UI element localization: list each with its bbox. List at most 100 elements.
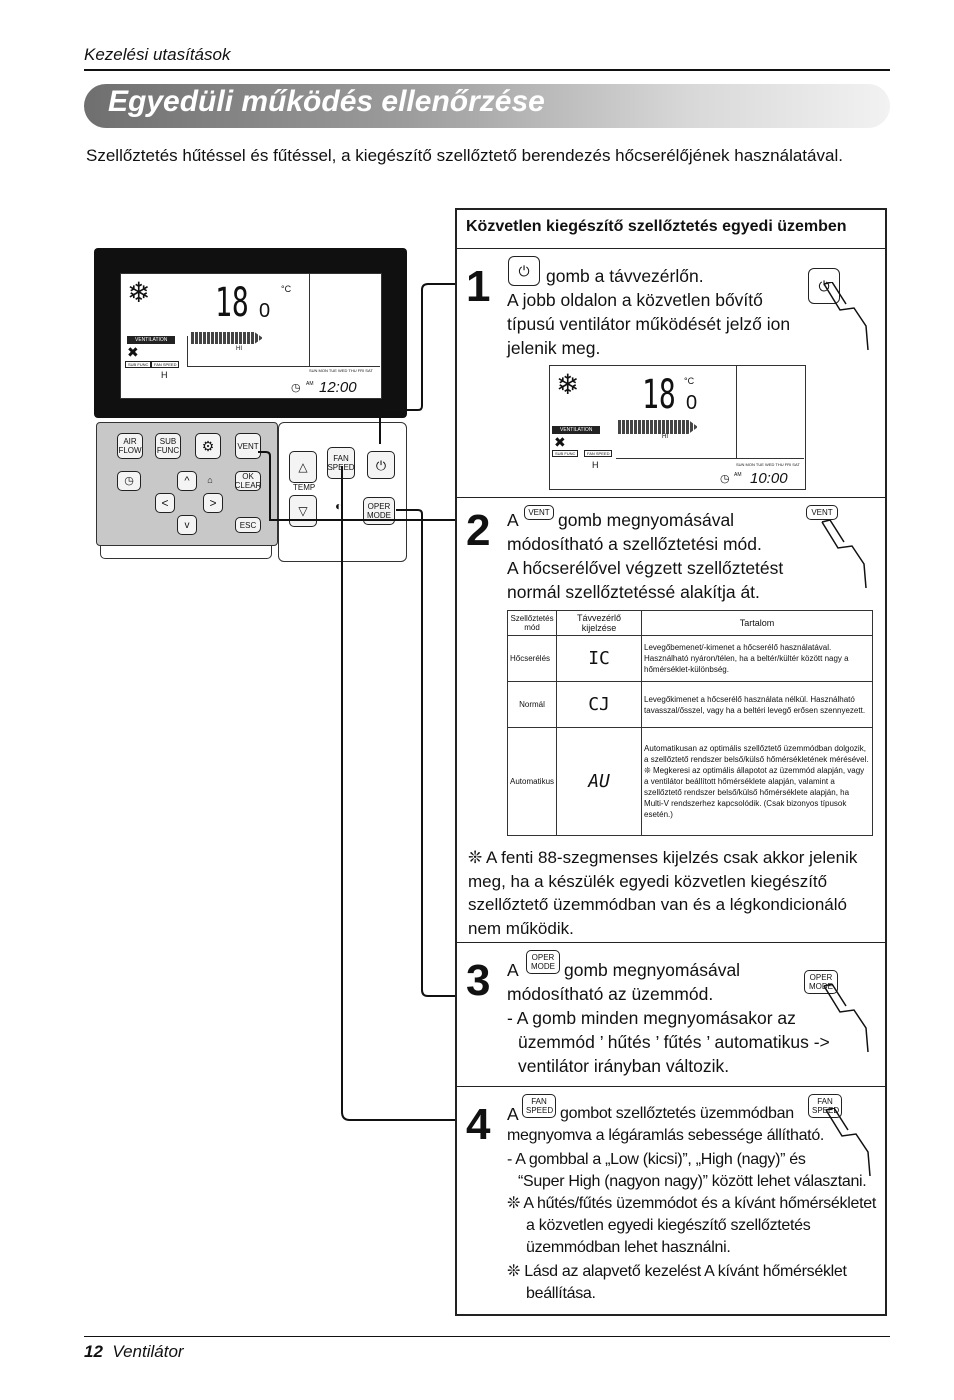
- running-header: Kezelési utasítások: [84, 45, 231, 64]
- table-row: Automatikus AU Automatikusan az optimáli…: [506, 727, 873, 836]
- step-1-lcd-time: 10:00: [750, 470, 788, 487]
- lcd-fan-bar: [191, 332, 263, 344]
- table-row: Normál CJ Levegőkimenet a hőcserélő hasz…: [506, 681, 873, 728]
- lcd-fan-level: HI: [236, 346, 242, 352]
- step-1-lcd: ❄ 18 0 °C VENTILATION HI ✖ SUB FUNC FAN …: [549, 365, 806, 490]
- intro-text: Szellőztetés hűtéssel és fűtéssel, a kie…: [86, 146, 843, 165]
- table-header: Tartalom: [641, 610, 873, 636]
- ok-clear-key[interactable]: OK CLEAR: [234, 471, 262, 491]
- step-3-button-illustration: OPER MODE: [804, 970, 838, 994]
- temp-down-icon[interactable]: ▽: [289, 495, 317, 527]
- step-2-button-illustration: VENT: [806, 505, 838, 520]
- table-cell-display: AU: [556, 727, 643, 836]
- clock-icon: ◷: [720, 473, 730, 485]
- table-cell-mode: Automatikus: [506, 727, 558, 836]
- clock-icon: ◷: [291, 382, 301, 394]
- step-1-lcd-temp-decimal: 0: [686, 392, 698, 414]
- lcd-ventilation-label: VENTILATION: [127, 336, 176, 344]
- lcd-divider-v1: [309, 274, 310, 366]
- step-1-line-4: jelenik meg.: [507, 338, 601, 358]
- vent-key[interactable]: VENT: [235, 433, 261, 459]
- step-1-lcd-ventilation: VENTILATION: [552, 426, 601, 434]
- table-row: Hőcserélés IC Levegőbemenet/-kimenet a h…: [506, 635, 873, 682]
- lcd-am: AM: [306, 381, 314, 387]
- footer-label: Ventilátor: [112, 1342, 184, 1361]
- arrow-right-icon[interactable]: >: [203, 493, 223, 513]
- step-1-button-illustration: ⏻: [808, 268, 840, 304]
- power-button-icon[interactable]: ⏻: [367, 451, 395, 479]
- temp-label: TEMP: [293, 483, 316, 492]
- lcd-divider-v1: [736, 366, 737, 458]
- snowflake-icon: ❄: [556, 369, 580, 400]
- table-cell-content: Levegőbemenet/-kimenet a hőcserélő haszn…: [641, 635, 873, 682]
- snowflake-icon: ❄: [127, 277, 151, 308]
- step-divider-2: [457, 942, 885, 943]
- title-banner: [84, 84, 890, 128]
- lcd-sub-func-label: SUB FUNC: [125, 361, 152, 368]
- segment-display-note: ❊ A fenti 88-szegmenses kijelzés csak ak…: [468, 848, 858, 938]
- table-cell-content: Levegőkimenet a hőcserélő használata nél…: [641, 681, 873, 728]
- pointing-hand-icon: [825, 1108, 871, 1177]
- step-1-lcd-fan-level: HI: [662, 434, 668, 440]
- lcd-temp: 18: [215, 280, 249, 326]
- table-cell-content: Automatikusan az optimális szellőztető ü…: [641, 727, 873, 836]
- step-1-lcd-fan-bar: [618, 420, 698, 434]
- remote-bottom-edge: [100, 546, 272, 559]
- vent-symbol-icon: ✖: [554, 434, 566, 450]
- air-flow-key[interactable]: AIR FLOW: [117, 433, 143, 459]
- page-title: Egyedüli működés ellenőrzése: [108, 85, 545, 118]
- step-1-lcd-sub-func: SUB FUNC: [552, 450, 579, 457]
- arrow-left-icon[interactable]: <: [155, 493, 175, 513]
- arrow-down-icon[interactable]: v: [177, 515, 197, 535]
- ventilation-mode-table: Szellőztetés mód Távvezérlő kijelzése Ta…: [506, 610, 873, 836]
- lcd-divider-v2: [187, 336, 188, 366]
- esc-key[interactable]: ESC: [235, 517, 261, 533]
- step-3-lead: A: [507, 960, 519, 980]
- remote-keypad: AIR FLOW SUB FUNC ⚙ VENT ◷ ^ ⌂ OK CLEAR …: [96, 422, 278, 546]
- step-3-line-4: üzemmód ’ hűtés ’ fűtés ’ automatikus ->: [518, 1032, 830, 1052]
- pointing-hand-icon: [821, 520, 867, 589]
- timer-clock-icon[interactable]: ◷: [117, 471, 141, 491]
- temp-up-icon[interactable]: △: [289, 451, 317, 483]
- lcd-unit: °C: [281, 284, 292, 294]
- step-4-fan-speed-button-icon: FAN SPEED: [522, 1094, 556, 1118]
- remote-controller: ❄ 18 0 °C VENTILATION HI ✖ SUB FUNC FAN …: [94, 248, 407, 563]
- lcd-days: SUN MON TUE WED THU FRI SAT: [309, 368, 373, 373]
- table-cell-display: IC: [556, 635, 643, 682]
- step-3-line-3: - A gomb minden megnyomásakor az: [507, 1008, 796, 1028]
- lcd-time: 12:00: [319, 379, 357, 396]
- step-1-line-1: gomb a távvezérlőn.: [546, 266, 704, 286]
- header-rule: [84, 69, 890, 71]
- step-3-number: 3: [466, 956, 491, 1005]
- table-header-row: Szellőztetés mód Távvezérlő kijelzése Ta…: [506, 610, 873, 636]
- step-3-oper-mode-button-icon: OPER MODE: [526, 950, 560, 974]
- settings-gear-icon[interactable]: ⚙: [195, 433, 221, 459]
- step-4-lead: A: [507, 1104, 519, 1124]
- step-1-lcd-h: H: [592, 460, 599, 470]
- step-1-lcd-am: AM: [734, 472, 742, 478]
- page-number: 12: [84, 1342, 103, 1361]
- vent-symbol-icon: ✖: [127, 344, 139, 360]
- lcd-divider-h: [187, 366, 380, 367]
- step-3-line-2: módosítható az üzemmód.: [507, 984, 714, 1004]
- step-4-line-4: “Super High (nagyon nagy)” között lehet …: [518, 1173, 867, 1190]
- arrow-up-icon[interactable]: ^: [177, 471, 197, 491]
- page-footer: 12 Ventilátor: [84, 1342, 184, 1362]
- step-4-line-2: megnyomva a légáramlás sebessége állítha…: [507, 1127, 825, 1144]
- step-4-number: 4: [466, 1100, 491, 1149]
- pointing-hand-icon: [823, 282, 869, 351]
- step-1-lcd-unit: °C: [684, 376, 695, 386]
- step-4-line-8: ❊ Lásd az alapvető kezelést A kívánt hőm…: [507, 1263, 847, 1280]
- pointing-hand-icon: [823, 984, 869, 1053]
- sub-func-key[interactable]: SUB FUNC: [155, 433, 181, 459]
- step-1-line-3: típusú ventilátor működését jelző ion: [507, 314, 791, 334]
- step-3-line-1: gomb megnyomásával: [564, 960, 741, 980]
- step-1-line-2: A jobb oldalon a közvetlen bővítő: [507, 290, 763, 310]
- panel-header-title: Közvetlen kiegészítő szellőztetés egyedi…: [466, 218, 847, 235]
- table-header: Távvezérlő kijelzése: [556, 610, 643, 636]
- table-cell-content-note: ❊ Megkeresi az optimális állapotot az üz…: [644, 766, 865, 819]
- step-2-number: 2: [466, 506, 491, 555]
- table-cell-mode: Normál: [506, 681, 558, 728]
- lcd-temp-decimal: 0: [259, 300, 271, 322]
